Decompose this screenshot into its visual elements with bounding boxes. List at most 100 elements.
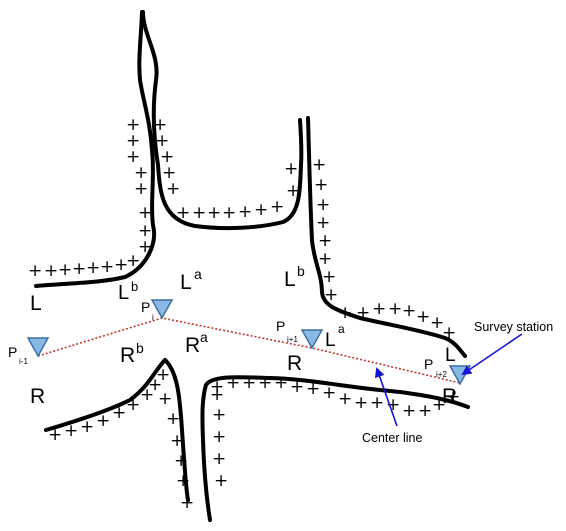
svg-text:+: + — [402, 301, 416, 321]
svg-text:+: + — [324, 285, 338, 305]
station-sub-i: i — [152, 313, 154, 322]
svg-text:+: + — [370, 393, 384, 413]
svg-text:+: + — [160, 147, 174, 167]
svg-text:+: + — [274, 373, 288, 393]
svg-text:+: + — [270, 197, 284, 217]
svg-text:+: + — [126, 395, 140, 415]
svg-text:+: + — [166, 179, 180, 199]
svg-text:+: + — [254, 200, 268, 220]
svg-text:+: + — [176, 471, 190, 491]
svg-text:+: + — [80, 417, 94, 437]
svg-text:+: + — [192, 203, 206, 223]
svg-text:+: + — [140, 385, 154, 405]
svg-text:+: + — [312, 155, 326, 175]
survey-station-arrow — [461, 333, 523, 376]
svg-text:+: + — [442, 323, 456, 343]
station-sub-i-minus-1: i-1 — [19, 357, 28, 366]
svg-text:+: + — [155, 131, 169, 151]
svg-text:+: + — [226, 373, 240, 393]
road-edge-top-right — [141, 10, 304, 231]
road-edge-top-left — [34, 10, 157, 288]
svg-text:+: + — [318, 249, 332, 269]
svg-text:+: + — [338, 389, 352, 409]
svg-text:+: + — [207, 203, 221, 223]
center-line-arrow — [374, 367, 398, 427]
survey-station-i-plus-2 — [448, 365, 472, 386]
svg-text:+: + — [170, 431, 184, 451]
road-edge-bottom-right — [200, 375, 470, 522]
station-label-i-plus-2: P — [424, 356, 433, 372]
svg-text:+: + — [356, 303, 370, 323]
svg-text:+: + — [402, 401, 416, 421]
label-Lb-right: L — [284, 268, 296, 291]
label-Rb-sup: b — [136, 340, 144, 356]
svg-text:+: + — [372, 299, 386, 319]
label-La-right-sup: a — [338, 322, 345, 336]
label-R-mid: R — [287, 352, 302, 375]
road-edge-bottom-left — [44, 358, 190, 502]
survey-station-i — [150, 299, 174, 320]
svg-text:+: + — [158, 389, 172, 409]
svg-text:+: + — [210, 377, 224, 397]
label-R-left: R — [30, 385, 45, 408]
svg-text:+: + — [64, 421, 78, 441]
label-Lb-left-sup: b — [131, 279, 138, 294]
svg-text:+: + — [138, 203, 152, 223]
label-L-left: L — [30, 292, 42, 315]
station-sub-i-plus-2: i+2 — [436, 370, 447, 379]
center-line-annotation: Center line — [362, 431, 422, 445]
svg-text:+: + — [166, 409, 180, 429]
svg-text:+: + — [316, 213, 330, 233]
svg-text:+: + — [416, 307, 430, 327]
survey-station-annotation: Survey station — [474, 320, 553, 334]
svg-text:+: + — [286, 181, 300, 201]
svg-text:+: + — [446, 387, 460, 407]
label-Ra: R — [185, 334, 200, 357]
svg-text:+: + — [28, 261, 42, 281]
svg-text:+: + — [180, 493, 194, 513]
svg-text:+: + — [322, 383, 336, 403]
svg-text:+: + — [318, 231, 332, 251]
svg-text:+: + — [214, 471, 228, 491]
svg-text:+: + — [126, 147, 140, 167]
svg-text:+: + — [258, 373, 272, 393]
label-Lb-left: L — [118, 282, 129, 304]
station-label-i: P — [141, 299, 150, 315]
svg-text:+: + — [96, 411, 110, 431]
svg-text:+: + — [338, 303, 352, 323]
svg-text:+: + — [174, 451, 188, 471]
svg-text:+: + — [126, 251, 140, 271]
svg-text:+: + — [58, 260, 72, 280]
station-label-i-minus-1: P — [8, 344, 17, 360]
svg-text:+: + — [100, 257, 114, 277]
svg-text:+: + — [148, 375, 162, 395]
svg-text:+: + — [354, 393, 368, 413]
label-La-center: L — [180, 271, 192, 294]
station-label-i-plus-1: P — [276, 318, 285, 334]
svg-text:+: + — [306, 379, 320, 399]
survey-station-i-minus-1 — [26, 337, 50, 358]
road-edge-right-upper — [306, 116, 467, 358]
svg-text:+: + — [86, 258, 100, 278]
svg-text:+: + — [134, 163, 148, 183]
label-L-far: L — [445, 345, 456, 366]
svg-text:+: + — [290, 377, 304, 397]
svg-text:+: + — [238, 202, 252, 222]
label-La-right: L — [325, 330, 336, 351]
svg-text:+: + — [153, 115, 167, 135]
svg-text:+: + — [44, 261, 58, 281]
svg-text:+: + — [138, 221, 152, 241]
svg-text:+: + — [126, 131, 140, 151]
station-labels: P i-1 P i P i+1 P i+2 — [8, 299, 447, 379]
label-Rb: R — [120, 344, 135, 367]
svg-text:+: + — [222, 203, 236, 223]
svg-text:+: + — [284, 159, 298, 179]
svg-text:+: + — [134, 179, 148, 199]
svg-text:+: + — [162, 163, 176, 183]
svg-text:+: + — [212, 427, 226, 447]
svg-text:+: + — [126, 115, 140, 135]
svg-text:+: + — [114, 255, 128, 275]
svg-text:+: + — [322, 267, 336, 287]
svg-text:+: + — [72, 259, 86, 279]
